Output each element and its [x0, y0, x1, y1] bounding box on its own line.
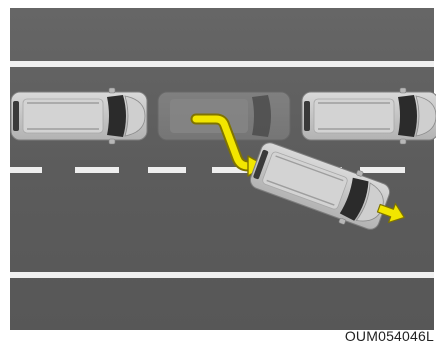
- vehicle-left: [11, 88, 147, 144]
- vehicle-right: [302, 88, 436, 144]
- lane-marking-top: [10, 61, 434, 67]
- lane-marking-bottom: [10, 272, 434, 278]
- figure-code: OUM054046L: [345, 328, 434, 344]
